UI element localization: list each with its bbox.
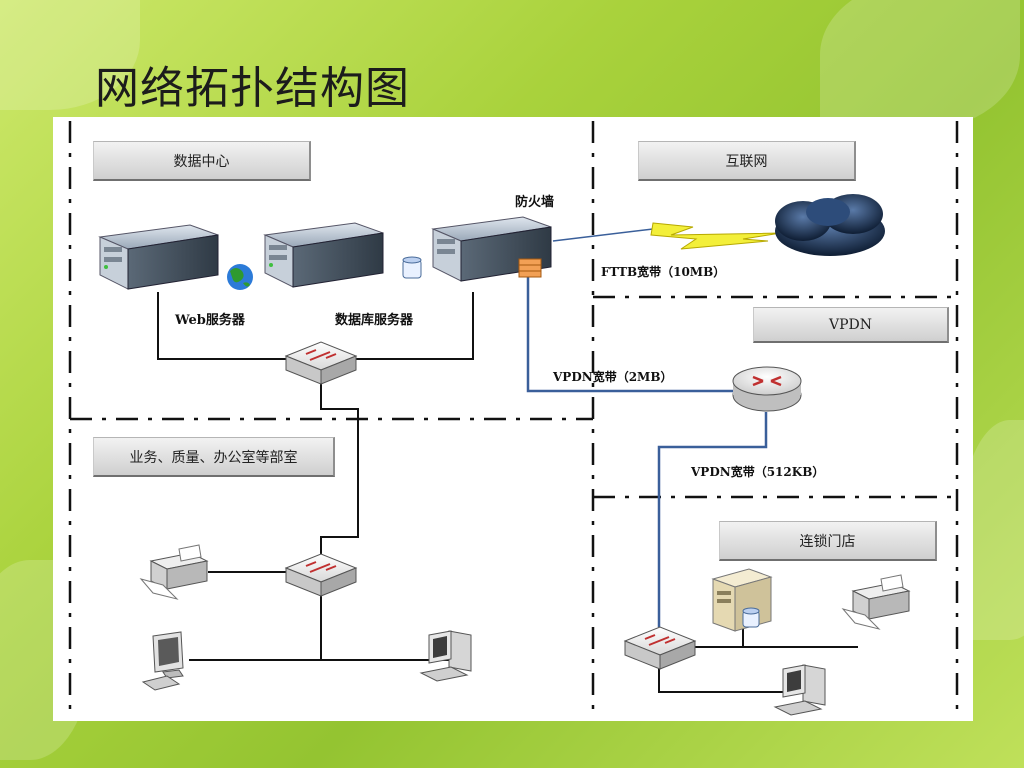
database-server-icon: [263, 222, 422, 288]
store-switch-icon: [623, 626, 697, 670]
zone-label-offices: 业务、质量、办公室等部室: [93, 437, 335, 477]
fttb-link-label: FTTB宽带（10MB）: [601, 265, 726, 279]
vpdn-links: [526, 275, 768, 627]
zone-boundaries: [68, 121, 959, 717]
zone-label-datacenter: 数据中心: [93, 141, 311, 181]
fttb-lightning-link: [552, 222, 782, 250]
workstation-icon: [773, 664, 826, 716]
vpdn-512kb-link-label: VPDN宽带（512KB）: [691, 465, 825, 479]
office-switch-icon: [284, 553, 358, 597]
monitor-icon: [141, 631, 184, 691]
diagram-canvas: [68, 121, 959, 717]
vpdn-2mb-link-label: VPDN宽带（2MB）: [553, 370, 673, 384]
network-diagram: 数据中心 互联网 VPDN 业务、质量、办公室等部室 连锁门店 Web服务器 数…: [53, 117, 973, 721]
zone-label-store: 连锁门店: [719, 521, 937, 561]
zone-label-internet: 互联网: [638, 141, 856, 181]
core-switch-icon: [284, 341, 358, 385]
wired-links: [157, 292, 858, 693]
router-icon: [732, 366, 802, 412]
slide-title: 网络拓扑结构图: [95, 63, 410, 114]
firewall-label: 防火墙: [515, 195, 555, 210]
zone-label-vpdn: VPDN: [753, 307, 949, 343]
web-server-icon: [98, 224, 253, 290]
database-server-label: 数据库服务器: [335, 313, 414, 328]
firewall-icon: [431, 216, 552, 282]
workstation-icon: [419, 630, 472, 682]
background-leaf: [820, 0, 1020, 130]
web-server-label: Web服务器: [175, 313, 245, 328]
printer-icon: [841, 574, 911, 630]
cloud-icon: [775, 194, 885, 256]
printer-icon: [139, 544, 209, 600]
tower-server-icon: [711, 568, 773, 632]
